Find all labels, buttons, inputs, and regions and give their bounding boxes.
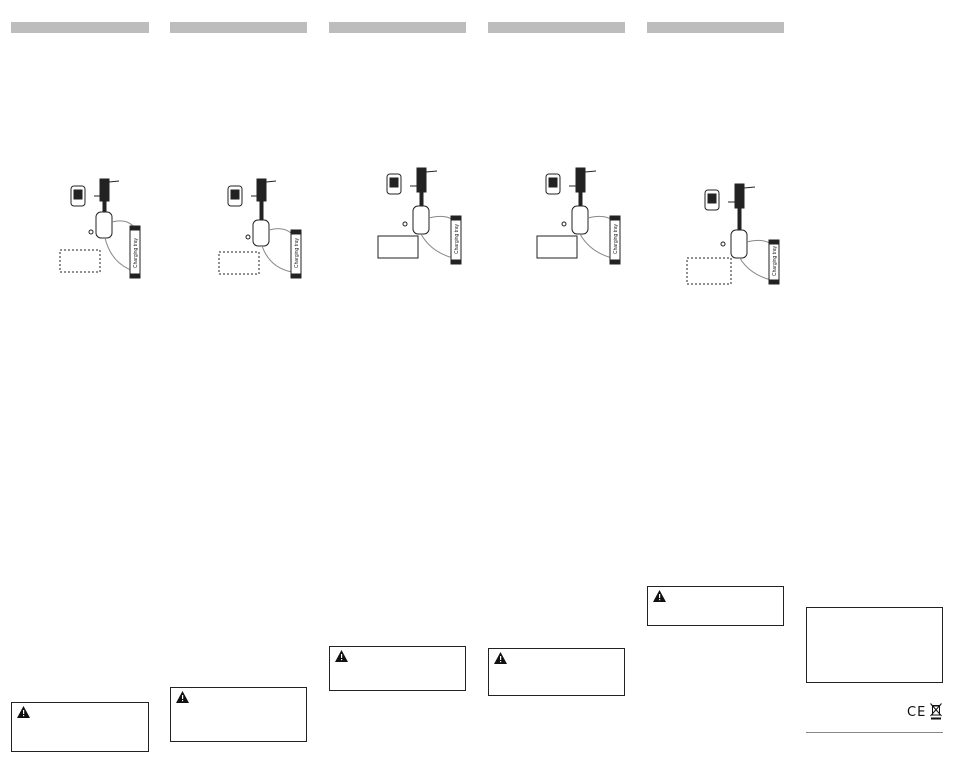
charger-diagram: Charging tray: [536, 167, 621, 265]
warning-box: [488, 648, 625, 696]
diagram-label: Charging tray: [613, 223, 619, 254]
charger-diagram: Charging tray: [686, 183, 780, 285]
panel-4: Charging tray: [488, 0, 625, 772]
warning-triangle-icon: [494, 652, 507, 664]
warning-box: [11, 702, 149, 752]
diagram-label: Charging tray: [294, 237, 300, 268]
warning-triangle-icon: [17, 706, 30, 718]
crossed-out-bin-icon: [930, 703, 942, 720]
diagram-label: Charging tray: [133, 237, 139, 268]
warning-triangle-icon: [335, 650, 348, 662]
charger-diagram: Charging tray: [218, 178, 302, 279]
warning-box: [647, 586, 784, 626]
diagram-label: Charging tray: [454, 223, 460, 254]
warning-triangle-icon: [653, 590, 666, 602]
info-box: [806, 607, 943, 683]
panel-1: Charging tray: [11, 0, 149, 772]
diagram-label: Charging tray: [772, 245, 778, 276]
panel-header-bar: [170, 22, 307, 33]
panel-6-back-cover: CE: [806, 0, 943, 772]
panel-5: Charging tray: [647, 0, 784, 772]
panel-3: Charging tray: [329, 0, 466, 772]
panel-header-bar: [488, 22, 625, 33]
warning-box: [170, 687, 307, 742]
warning-triangle-icon: [176, 691, 189, 703]
panel-2: Charging tray: [170, 0, 307, 772]
warning-box: [329, 646, 466, 691]
panel-header-bar: [11, 22, 149, 33]
ce-mark: CE: [907, 705, 927, 720]
charger-diagram: Charging tray: [377, 167, 462, 265]
panel-header-bar: [647, 22, 784, 33]
charger-diagram: Charging tray: [59, 178, 141, 279]
divider-line: [806, 732, 943, 733]
panel-header-bar: [329, 22, 466, 33]
